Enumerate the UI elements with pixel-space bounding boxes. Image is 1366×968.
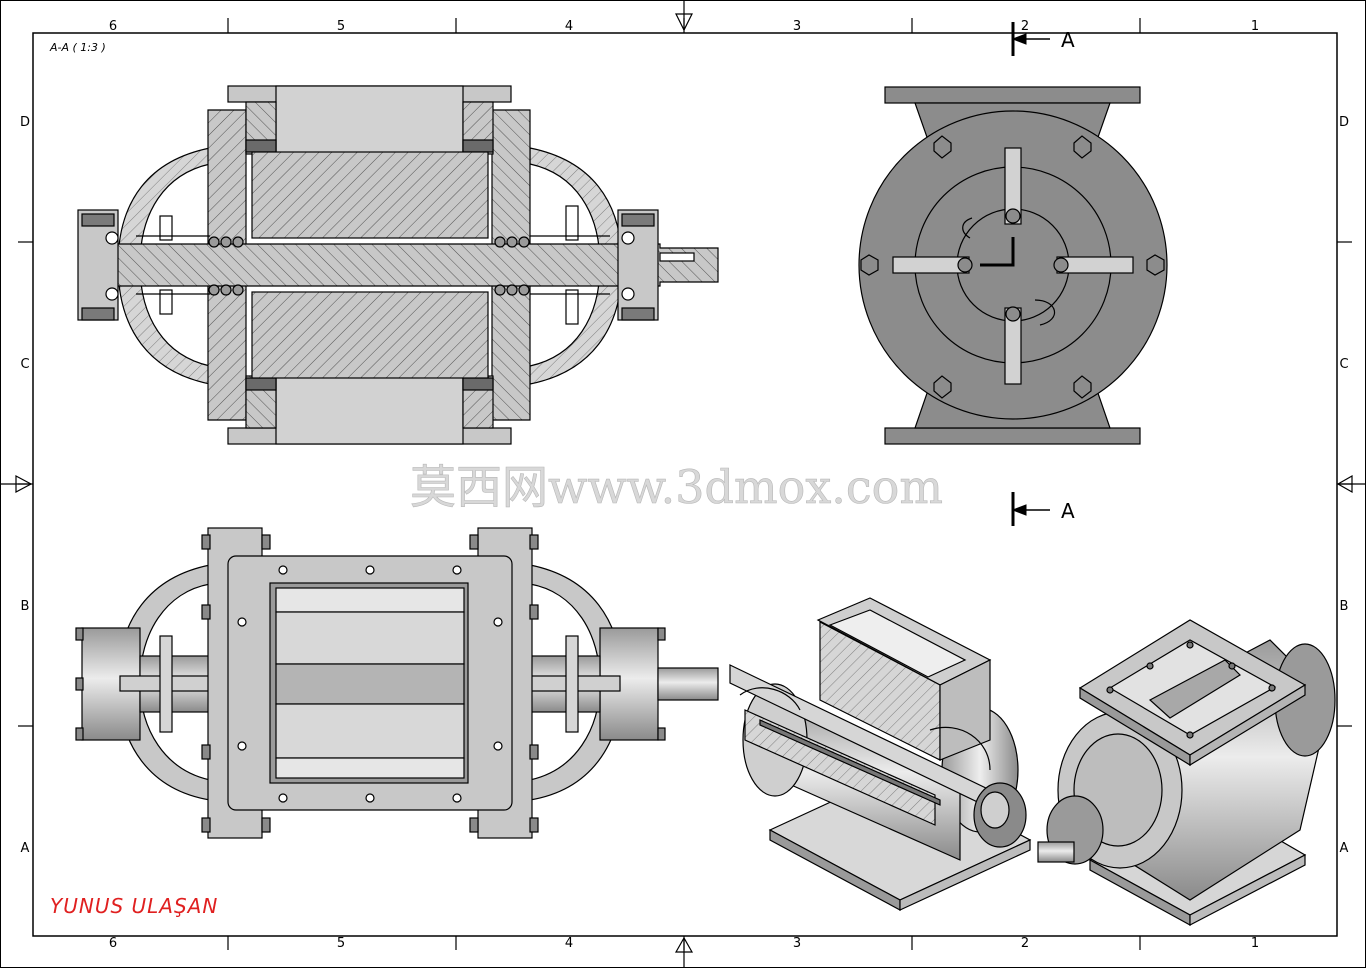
isometric-exterior-view: [1037, 619, 1336, 927]
zone-col-bottom-5: 2: [1021, 936, 1029, 951]
zone-col-bottom-3: 4: [565, 936, 573, 951]
zone-col-bottom-1: 6: [109, 936, 117, 951]
zone-col-bottom-2: 5: [337, 936, 345, 951]
section-view-label: A-A ( 1:3 ): [49, 41, 106, 54]
zone-row-left-1: D: [20, 115, 30, 130]
zone-row-right-3: B: [1340, 599, 1349, 614]
cutting-plane-label-bottom: A: [1061, 499, 1075, 523]
zone-col-top-5: 2: [1021, 19, 1029, 34]
zone-col-bottom-6: 1: [1251, 936, 1259, 951]
zone-col-top-3: 4: [565, 19, 573, 34]
isometric-section-view: [729, 597, 1032, 912]
cutting-plane: [1011, 22, 1050, 526]
zone-col-top-4: 3: [793, 19, 801, 34]
zone-col-bottom-4: 3: [793, 936, 801, 951]
zone-row-right-1: D: [1339, 115, 1349, 130]
top-view: [75, 527, 719, 839]
zone-row-left-2: C: [20, 357, 29, 372]
zone-row-right-4: A: [1340, 841, 1349, 856]
cutting-plane-label-top: A: [1061, 28, 1075, 52]
zone-row-right-2: C: [1339, 357, 1348, 372]
author-name: YUNUS ULAŞAN: [50, 894, 218, 918]
zone-row-left-4: A: [21, 841, 30, 856]
zone-col-top-6: 1: [1251, 19, 1259, 34]
zone-row-left-3: B: [21, 599, 30, 614]
watermark-text: 莫西网www.3dmox.com: [410, 460, 943, 514]
zone-col-top-1: 6: [109, 19, 117, 34]
section-view-a-a: [77, 85, 719, 445]
side-view: [858, 86, 1168, 445]
zone-col-top-2: 5: [337, 19, 345, 34]
